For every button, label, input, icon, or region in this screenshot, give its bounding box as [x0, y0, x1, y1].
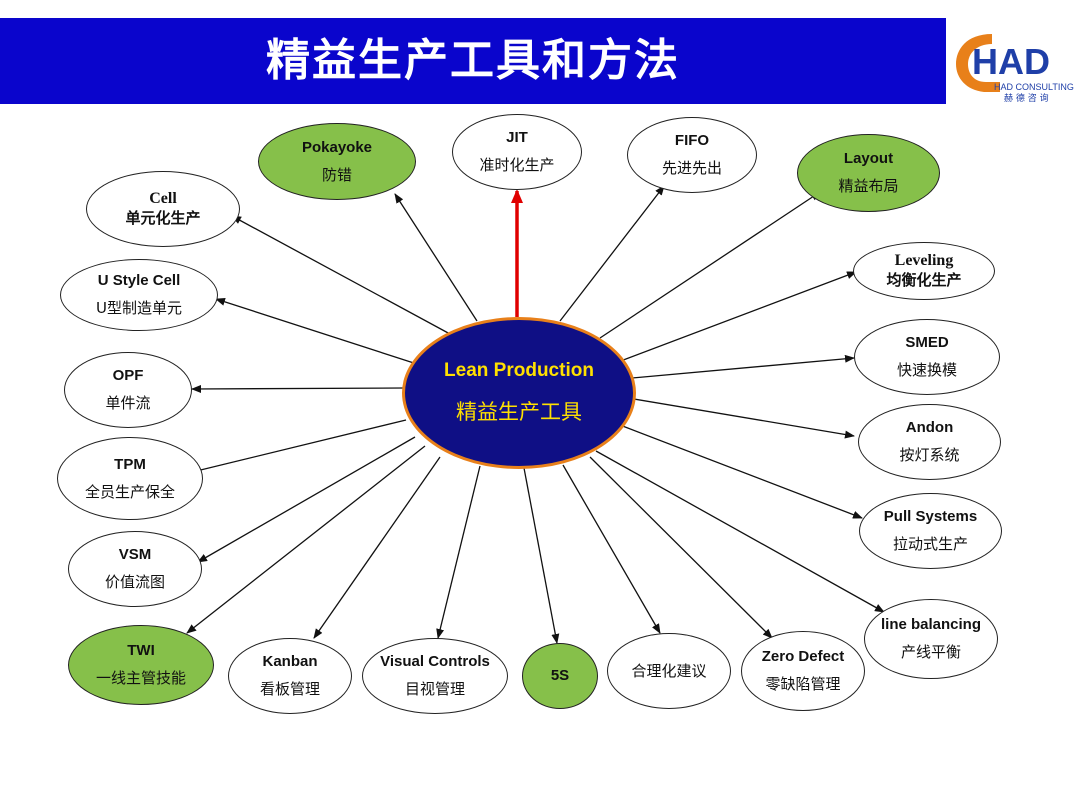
node-tpm-cn: 全员生产保全: [84, 482, 175, 501]
connector-fifo: [559, 185, 665, 322]
logo-chinese: 赫 德 咨 询: [1004, 92, 1049, 104]
node-suggestion: 合理化建议: [607, 633, 731, 709]
connector-vsm: [197, 436, 416, 563]
title-banner: 精益生产工具和方法: [0, 18, 946, 104]
node-ustyle-cn: U型制造单元: [96, 299, 182, 317]
node-smed-en: SMED: [905, 334, 949, 351]
node-jit-cn: 准时化生产: [479, 156, 555, 174]
logo-mark: HAD: [972, 41, 1050, 82]
connector-linebal: [595, 450, 885, 613]
node-pokayoke-cn: 防错: [321, 165, 352, 184]
center-node-english: Lean Production: [444, 360, 594, 381]
connector-smed: [631, 354, 855, 379]
node-jit: JIT 准时化生产: [452, 114, 582, 190]
connector-kanban: [313, 456, 441, 639]
node-kanban-en: Kanban: [262, 653, 318, 670]
node-5s: 5S: [522, 643, 598, 709]
connector-leveling: [617, 271, 857, 363]
node-smed: SMED 快速换模: [854, 319, 1000, 395]
node-leveling-en: Leveling: [894, 252, 954, 269]
connector-layout: [599, 191, 821, 339]
node-zerodef-cn: 零缺陷管理: [765, 675, 841, 693]
node-cell-cn: 单元化生产: [125, 209, 201, 227]
node-jit-en: JIT: [506, 129, 528, 146]
node-linebal-en: line balancing: [880, 616, 982, 633]
node-andon-en: Andon: [905, 419, 954, 436]
connector-opf: [191, 384, 405, 393]
node-pull-systems: Pull Systems 拉动式生产: [859, 493, 1002, 569]
node-tpm-en: TPM: [114, 455, 146, 473]
connector-zerodef: [589, 456, 773, 639]
connector-tpm: [179, 419, 407, 477]
node-zero-defect: Zero Defect 零缺陷管理: [741, 631, 865, 711]
center-node-lean-production: Lean Production 精益生产工具: [402, 317, 636, 469]
node-twi: TWI 一线主管技能: [68, 625, 214, 705]
node-cell: Cell 单元化生产: [86, 171, 240, 247]
node-leveling: Leveling 均衡化生产: [853, 242, 995, 300]
page-title: 精益生产工具和方法: [266, 35, 680, 86]
connector-cell: [231, 215, 451, 335]
connector-5s: [523, 467, 560, 644]
node-line-balancing: line balancing 产线平衡: [864, 599, 998, 679]
node-pokayoke: Pokayoke 防错: [258, 123, 416, 200]
node-andon-cn: 按灯系统: [899, 446, 960, 464]
connector-pokayoke: [394, 193, 478, 322]
node-smed-cn: 快速换模: [896, 361, 957, 379]
node-visual-en: Visual Controls: [380, 653, 490, 670]
node-kanban-cn: 看板管理: [259, 680, 320, 698]
node-5s-en: 5S: [550, 667, 570, 684]
node-opf-en: OPF: [112, 367, 144, 384]
node-pull-en: Pull Systems: [883, 508, 978, 525]
connector-visual: [436, 465, 481, 639]
node-visual-controls: Visual Controls 目视管理: [362, 638, 508, 714]
node-twi-en: TWI: [127, 642, 155, 659]
node-pokayoke-en: Pokayoke: [301, 138, 373, 156]
node-cell-en: Cell: [149, 190, 177, 207]
connector-suggest: [562, 464, 661, 634]
node-andon: Andon 按灯系统: [858, 404, 1001, 480]
node-tpm: TPM 全员生产保全: [57, 437, 203, 520]
node-kanban: Kanban 看板管理: [228, 638, 352, 714]
node-visual-cn: 目视管理: [404, 680, 465, 698]
node-vsm: VSM 价值流图: [68, 531, 202, 607]
node-linebal-cn: 产线平衡: [900, 643, 961, 661]
logo-subtitle: HAD CONSULTING: [994, 82, 1074, 92]
connector-pull: [619, 424, 863, 519]
node-fifo: FIFO 先进先出: [627, 117, 757, 193]
node-u-style-cell: U Style Cell U型制造单元: [60, 259, 218, 331]
node-layout-cn: 精益布局: [838, 177, 899, 195]
node-vsm-cn: 价值流图: [104, 573, 165, 591]
node-leveling-cn: 均衡化生产: [886, 271, 962, 289]
node-layout-en: Layout: [843, 150, 894, 167]
center-node-chinese: 精益生产工具: [456, 400, 582, 424]
node-ustyle-en: U Style Cell: [97, 272, 181, 289]
node-fifo-en: FIFO: [674, 132, 710, 149]
node-fifo-cn: 先进先出: [661, 159, 722, 177]
node-opf: OPF 单件流: [64, 352, 192, 428]
node-suggest-cn: 合理化建议: [631, 662, 707, 680]
node-twi-cn: 一线主管技能: [95, 669, 186, 687]
connector-ustyle: [215, 297, 421, 366]
node-layout: Layout 精益布局: [797, 134, 940, 212]
node-zerodef-en: Zero Defect: [761, 648, 845, 665]
node-opf-cn: 单件流: [105, 394, 151, 412]
connector-twi: [186, 445, 426, 634]
connector-andon: [633, 398, 855, 439]
node-vsm-en: VSM: [118, 546, 152, 563]
had-logo: HAD HAD CONSULTING 赫 德 咨 询: [952, 20, 1076, 106]
node-pull-cn: 拉动式生产: [892, 535, 968, 553]
